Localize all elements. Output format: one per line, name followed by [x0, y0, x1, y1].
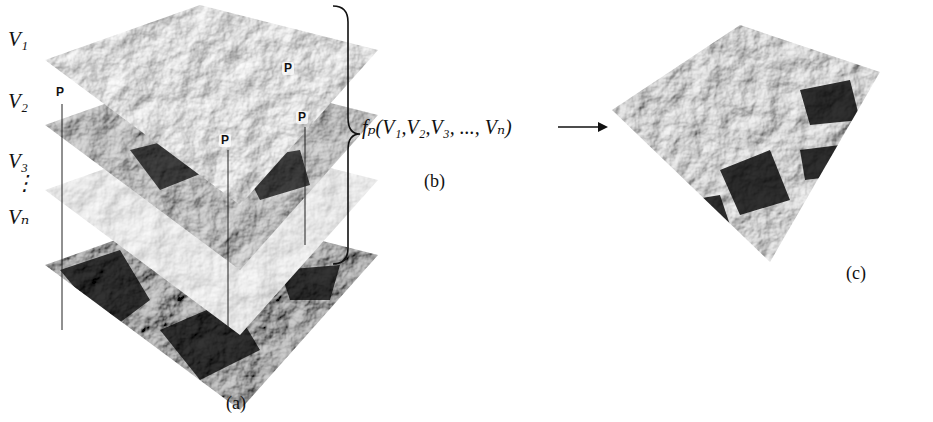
layer-name: Vₙ — [8, 206, 29, 229]
layer-name: V₃ — [8, 150, 28, 173]
point-marker: P — [54, 86, 66, 99]
part-label: (c) — [846, 264, 866, 284]
point-marker: P — [282, 62, 294, 75]
part-label: (a) — [226, 394, 246, 414]
layer-name: V₂ — [8, 90, 28, 113]
part-label: (b) — [424, 172, 445, 192]
function-label: fₚ(V₁,V₂,V₃, ..., Vₙ) — [362, 116, 512, 138]
point-marker: P — [296, 111, 308, 124]
ellipsis-mark: ⋮ — [14, 172, 35, 195]
layer-name: V₁ — [8, 28, 28, 51]
point-marker: P — [219, 134, 231, 147]
